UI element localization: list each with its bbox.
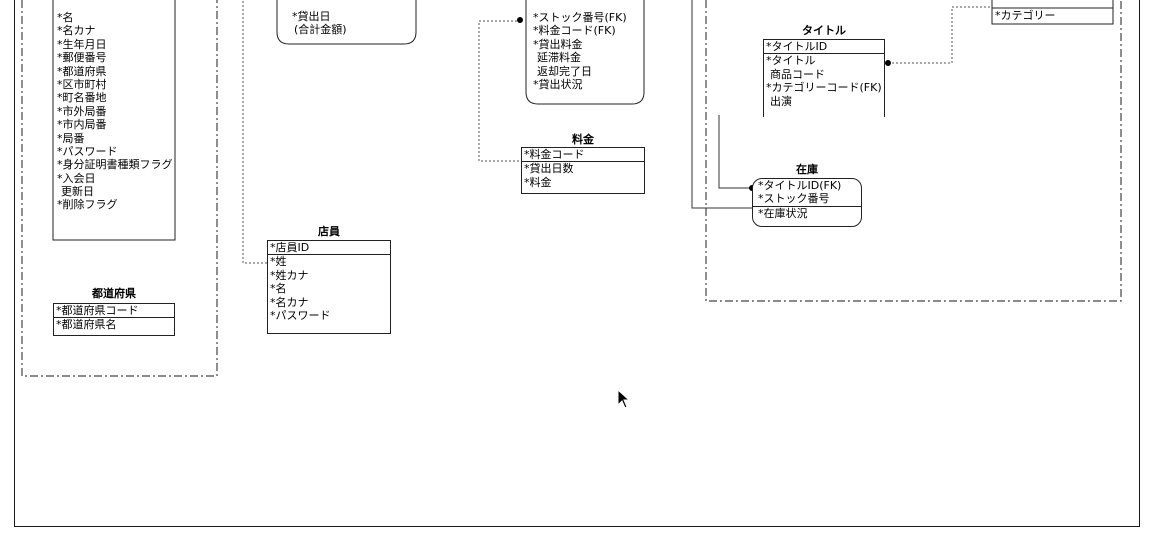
attr: 出演	[770, 94, 792, 108]
entity-rental: *貸出日 (合計金額)	[290, 10, 410, 37]
rel-dot-category	[885, 60, 891, 66]
attr: *料金コード(FK)	[533, 24, 616, 38]
attr: *都道府県名	[56, 318, 117, 332]
customer-box-outline	[52, 0, 176, 241]
rel-fee-rentaldetail	[478, 20, 521, 162]
entity-box: *料金コード *貸出日数 *料金	[521, 147, 645, 194]
entity-title: 店員	[318, 225, 340, 238]
entity-box: *タイトルID(FK) *ストック番号 *在庫状況	[752, 178, 862, 227]
attr: *区市町村	[57, 77, 107, 91]
attr: *削除フラグ	[57, 198, 118, 212]
rel-staff-rental	[242, 0, 267, 264]
attr: *市外局番	[57, 104, 107, 118]
entity-title: 料金	[572, 133, 594, 146]
attr: 更新日	[61, 185, 94, 199]
attr: 返却完了日	[537, 64, 592, 78]
attr: *パスワード	[270, 308, 331, 322]
attr: *局番	[57, 131, 85, 145]
attr: 商品コード	[770, 67, 825, 81]
entity-customer: *名*名カナ*生年月日*郵便番号*都道府県*区市町村*町名番地*市外局番*市内局…	[55, 11, 175, 212]
attr: *タイトル	[766, 54, 816, 68]
group-border-right	[705, 0, 1122, 302]
attr: *貸出状況	[533, 77, 583, 91]
pk-attr: *タイトルID	[766, 40, 828, 53]
attr: *貸出日	[292, 10, 331, 23]
category-box-outline	[991, 0, 1114, 25]
attr: *名カナ	[270, 295, 309, 309]
canvas-frame	[14, 0, 1140, 527]
attr: *名	[270, 282, 287, 296]
attr: *貸出日数	[524, 162, 574, 176]
attr: (合計金額)	[294, 23, 347, 37]
group-border-left	[21, 0, 218, 377]
entity-title: タイトル	[802, 24, 846, 37]
attr: *カテゴリーコード(FK)	[766, 81, 882, 95]
entity-rental-detail: *ストック番号(FK) *料金コード(FK) *貸出料金 延滞料金 返却完了日 …	[531, 11, 643, 91]
attr: *身分証明書種類フラグ	[57, 158, 173, 172]
attr: *姓	[270, 255, 287, 269]
rel-dot-fee	[517, 17, 523, 23]
attr: *貸出料金	[533, 37, 583, 51]
pk-attr: *タイトルID(FK)	[758, 179, 842, 192]
entity-title: 在庫	[796, 163, 818, 176]
attr: *在庫状況	[758, 206, 808, 220]
rentaldetail-box-outline	[525, 0, 645, 105]
entity-title: 都道府県	[92, 287, 136, 300]
rel-stock-rental	[691, 0, 752, 209]
attr: *料金	[524, 175, 552, 189]
entity-box: *都道府県コード *都道府県名	[53, 303, 175, 336]
entity-category: *カテゴリー	[993, 9, 1113, 22]
attr: *名	[57, 11, 74, 24]
attr: 延滞料金	[537, 51, 581, 65]
attr: *ストック番号(FK)	[533, 11, 627, 24]
pk-attr: *都道府県コード	[56, 304, 139, 317]
attr: *入会日	[57, 171, 96, 185]
entity-box: *店員ID *姓 *姓カナ *名 *名カナ *パスワード	[267, 240, 391, 334]
attr: *郵便番号	[57, 51, 107, 65]
customer-attrs: *名*名カナ*生年月日*郵便番号*都道府県*区市町村*町名番地*市外局番*市内局…	[55, 11, 175, 212]
attr: *名カナ	[57, 24, 96, 38]
pk-attr: *料金コード	[524, 148, 585, 161]
rel-category-title	[888, 6, 990, 64]
attr: *カテゴリー	[995, 9, 1056, 22]
rental-box-outline	[276, 0, 417, 45]
attr: *パスワード	[57, 144, 118, 158]
attr: *町名番地	[57, 91, 107, 105]
attr: *姓カナ	[270, 268, 309, 282]
attr: *都道府県	[57, 64, 107, 78]
pk-attr: *ストック番号	[758, 192, 830, 206]
entity-box: *タイトルID *タイトル 商品コード *カテゴリーコード(FK) 出演	[763, 39, 885, 117]
rel-title-stock	[718, 115, 752, 189]
mouse-pointer-icon	[617, 389, 631, 409]
attr: *生年月日	[57, 37, 107, 51]
attr: *市内局番	[57, 118, 107, 132]
pk-attr: *店員ID	[270, 241, 310, 254]
